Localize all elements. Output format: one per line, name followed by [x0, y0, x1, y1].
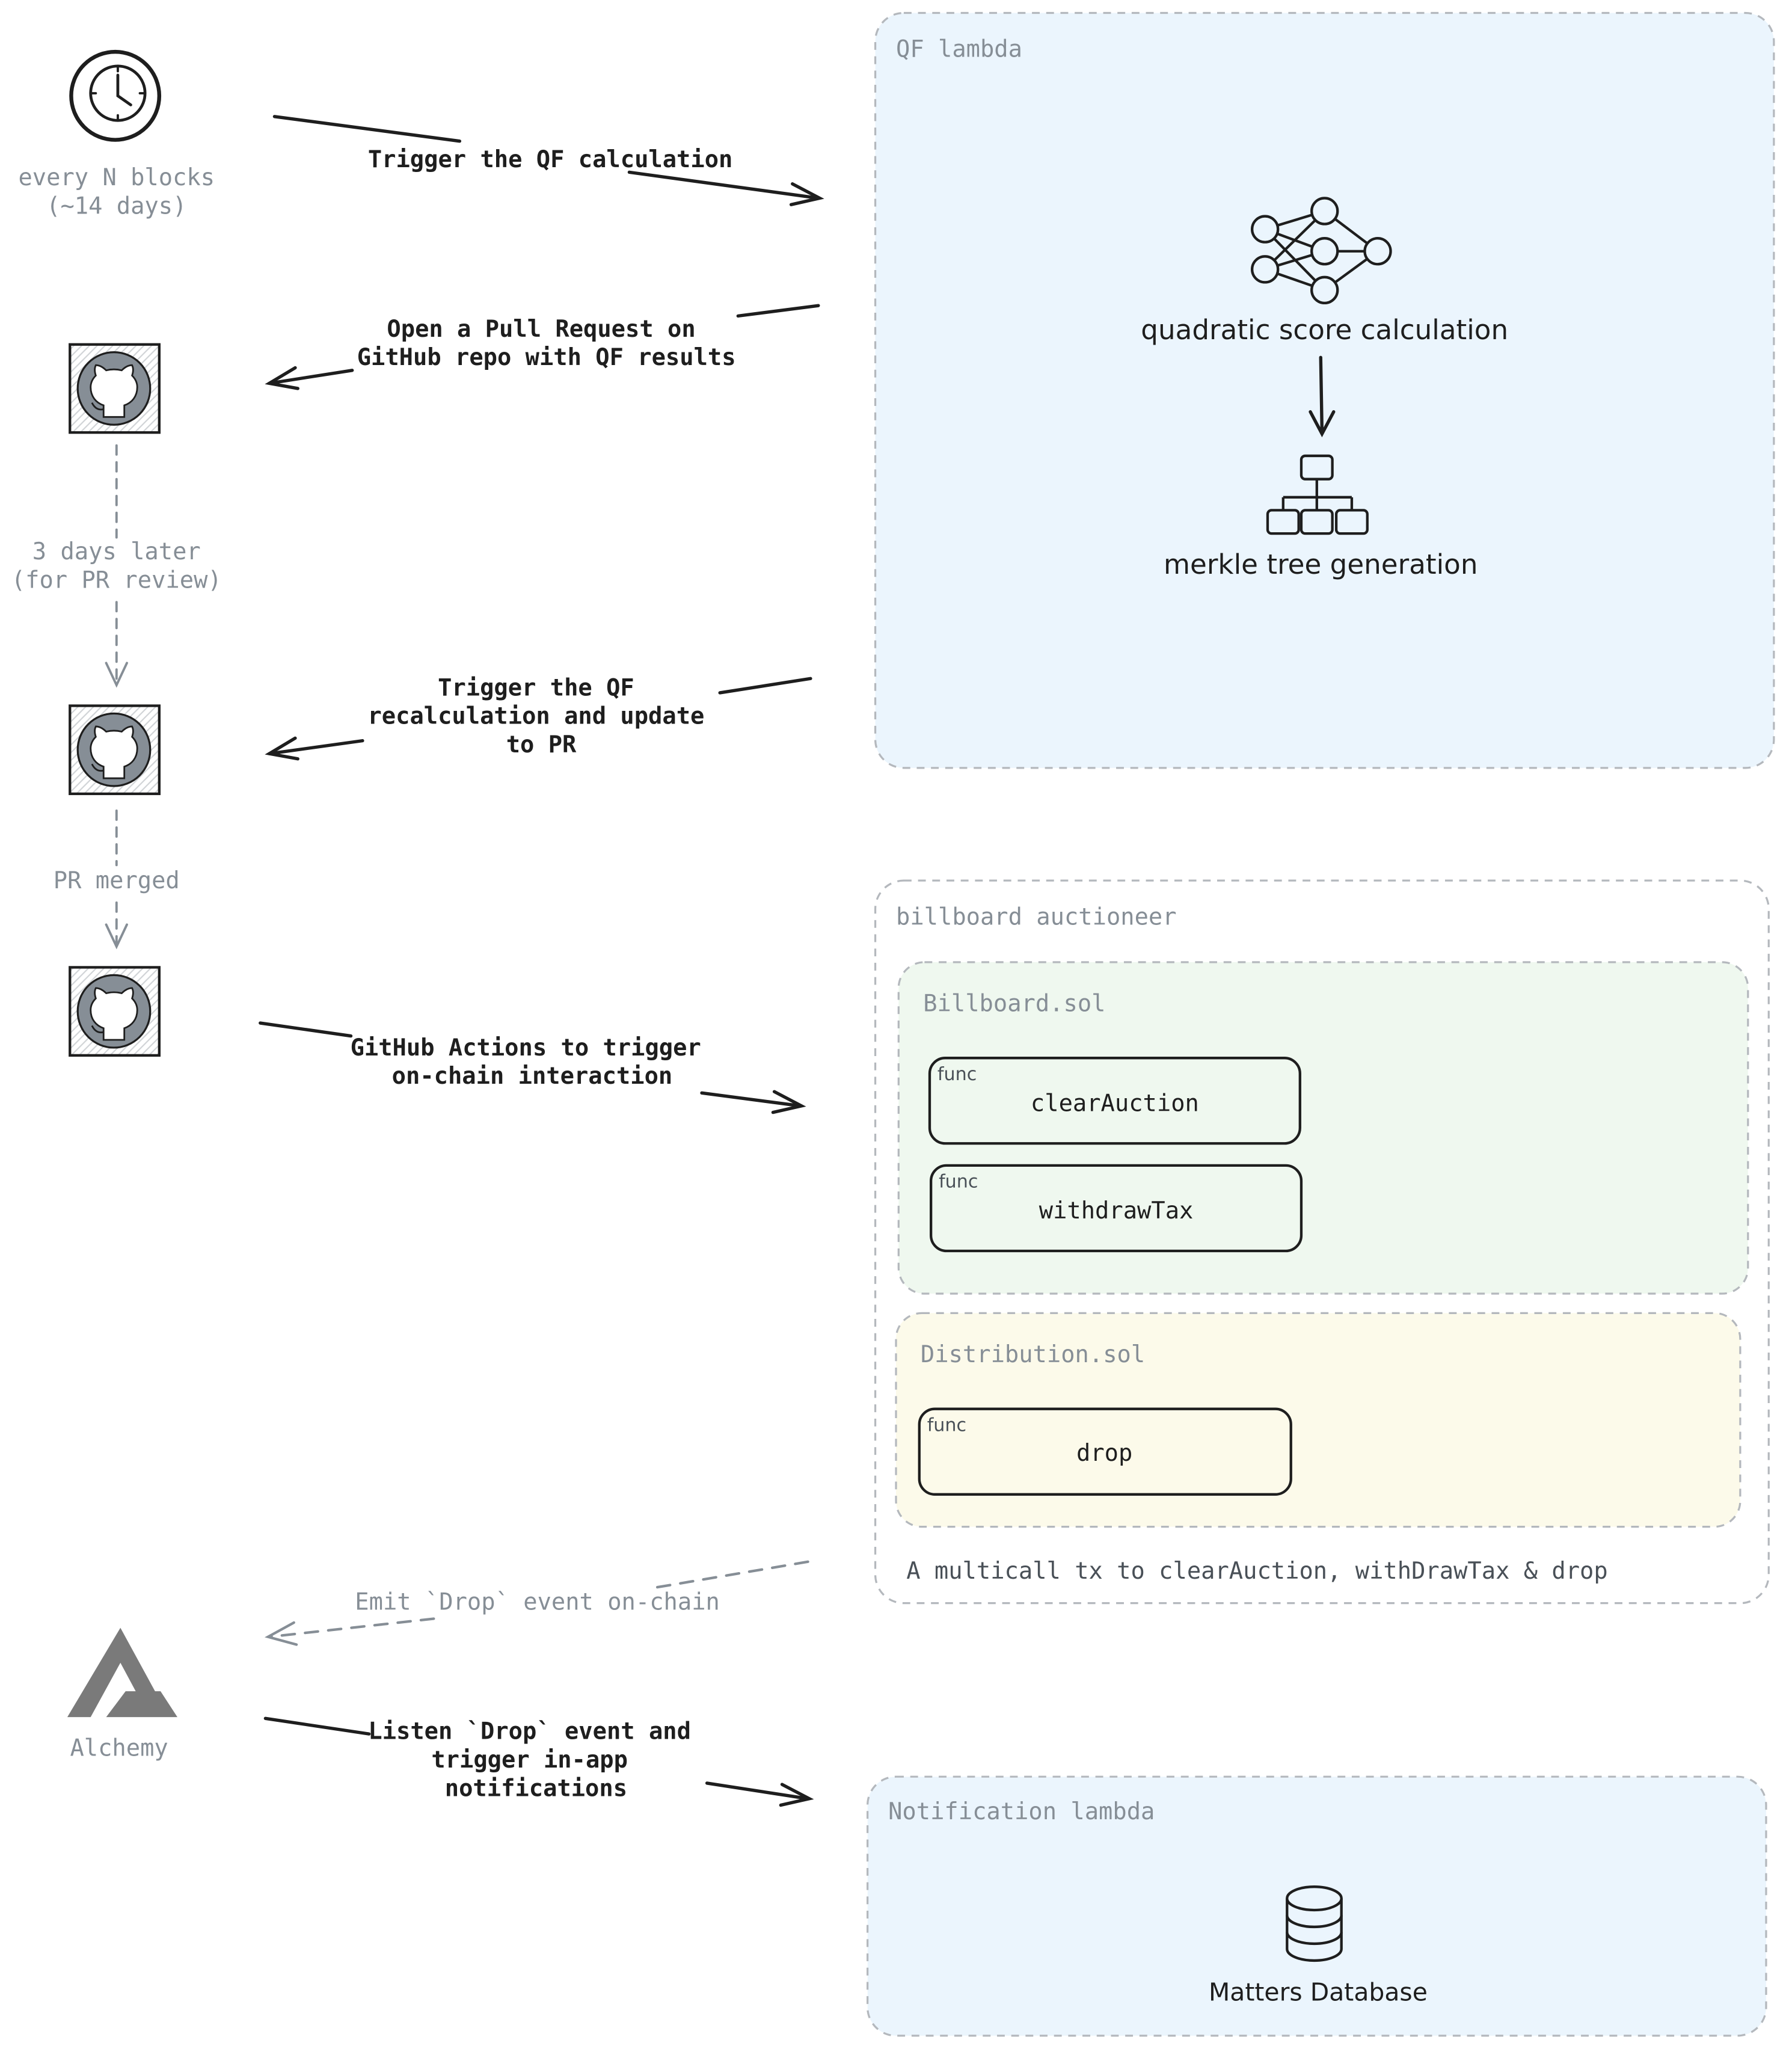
qf-lambda-title: QF lambda	[896, 36, 1022, 63]
github-pr-node-2	[69, 704, 161, 796]
database-label: Matters Database	[1209, 1978, 1428, 2007]
qf-step-arrow	[1309, 355, 1336, 438]
arrow-recalc	[265, 677, 812, 761]
notification-lambda-box: Notification lambda Matters Database	[867, 1775, 1767, 2037]
clock-caption-line1: every N blocks	[18, 164, 215, 191]
func-tag: func	[939, 1171, 978, 1192]
github-pr-node-3	[69, 966, 161, 1057]
wait-caption-line2: (for PR review)	[11, 567, 222, 594]
qf-step-merkle-label: merkle tree generation	[1164, 548, 1478, 580]
label-emit-drop: Emit `Drop` event on-chain	[355, 1588, 720, 1615]
github-icon	[90, 725, 138, 779]
wait-arrow	[105, 444, 128, 688]
multicall-note: A multicall tx to clearAuction, withDraw…	[906, 1558, 1607, 1585]
label-open-pr-line2: GitHub repo with QF results	[357, 344, 736, 371]
github-icon	[90, 364, 138, 418]
func-withdraw-tax[interactable]: func withdrawTax	[929, 1164, 1303, 1253]
func-name: clearAuction	[1031, 1090, 1199, 1117]
notification-lambda-title: Notification lambda	[888, 1798, 1155, 1825]
label-recalc-line2: recalculation and update	[367, 703, 704, 730]
clock-icon	[69, 49, 162, 142]
label-recalc-line1: Trigger the QF	[438, 674, 634, 701]
wait-caption-line1: 3 days later	[32, 538, 201, 565]
neural-network-icon	[1250, 197, 1392, 305]
label-gh-actions-line1: GitHub Actions to trigger	[351, 1034, 701, 1061]
arrow-listen-drop	[263, 1716, 814, 1807]
label-gh-actions-line2: on-chain interaction	[392, 1063, 673, 1090]
label-listen-drop-line1: Listen `Drop` event and	[368, 1718, 691, 1745]
auctioneer-title: billboard auctioneer	[896, 903, 1177, 930]
github-icon	[90, 987, 138, 1041]
clock-caption-line2: (~14 days)	[46, 192, 186, 220]
func-name: drop	[1076, 1440, 1132, 1467]
arrow-emit-drop	[265, 1560, 809, 1646]
github-pr-node-1	[69, 343, 161, 434]
merkle-tree-icon	[1266, 454, 1369, 535]
func-clear-auction[interactable]: func clearAuction	[928, 1057, 1301, 1145]
auctioneer-box: billboard auctioneer Billboard.sol func …	[874, 879, 1770, 1605]
billboard-contract-title: Billboard.sol	[923, 991, 1105, 1018]
arrow-gh-actions	[259, 1021, 806, 1114]
distribution-contract-title: Distribution.sol	[921, 1341, 1145, 1368]
alchemy-logo-icon	[67, 1627, 177, 1718]
arrow-open-pr	[265, 304, 820, 390]
qf-lambda-box: QF lambda quadratic score calculation me…	[874, 11, 1775, 769]
func-tag: func	[937, 1064, 977, 1085]
merged-arrow	[105, 809, 128, 950]
merged-caption: PR merged	[54, 867, 180, 894]
label-open-pr-line1: Open a Pull Request on	[387, 316, 695, 343]
database-icon	[1286, 1885, 1343, 1962]
func-name: withdrawTax	[1039, 1197, 1194, 1224]
label-trigger-qf: Trigger the QF calculation	[368, 146, 733, 173]
arrow-trigger-qf	[272, 115, 824, 206]
label-recalc-line3: to PR	[506, 731, 577, 758]
distribution-contract-box: Distribution.sol func drop	[895, 1312, 1741, 1528]
billboard-contract-box: Billboard.sol func clearAuction func wit…	[897, 961, 1749, 1295]
func-drop[interactable]: func drop	[918, 1407, 1292, 1496]
label-listen-drop-line2: trigger in-app	[431, 1746, 628, 1774]
alchemy-caption: Alchemy	[70, 1735, 168, 1762]
label-listen-drop-line3: notifications	[445, 1775, 627, 1802]
func-tag: func	[927, 1415, 966, 1436]
qf-step-score-label: quadratic score calculation	[1141, 314, 1508, 346]
